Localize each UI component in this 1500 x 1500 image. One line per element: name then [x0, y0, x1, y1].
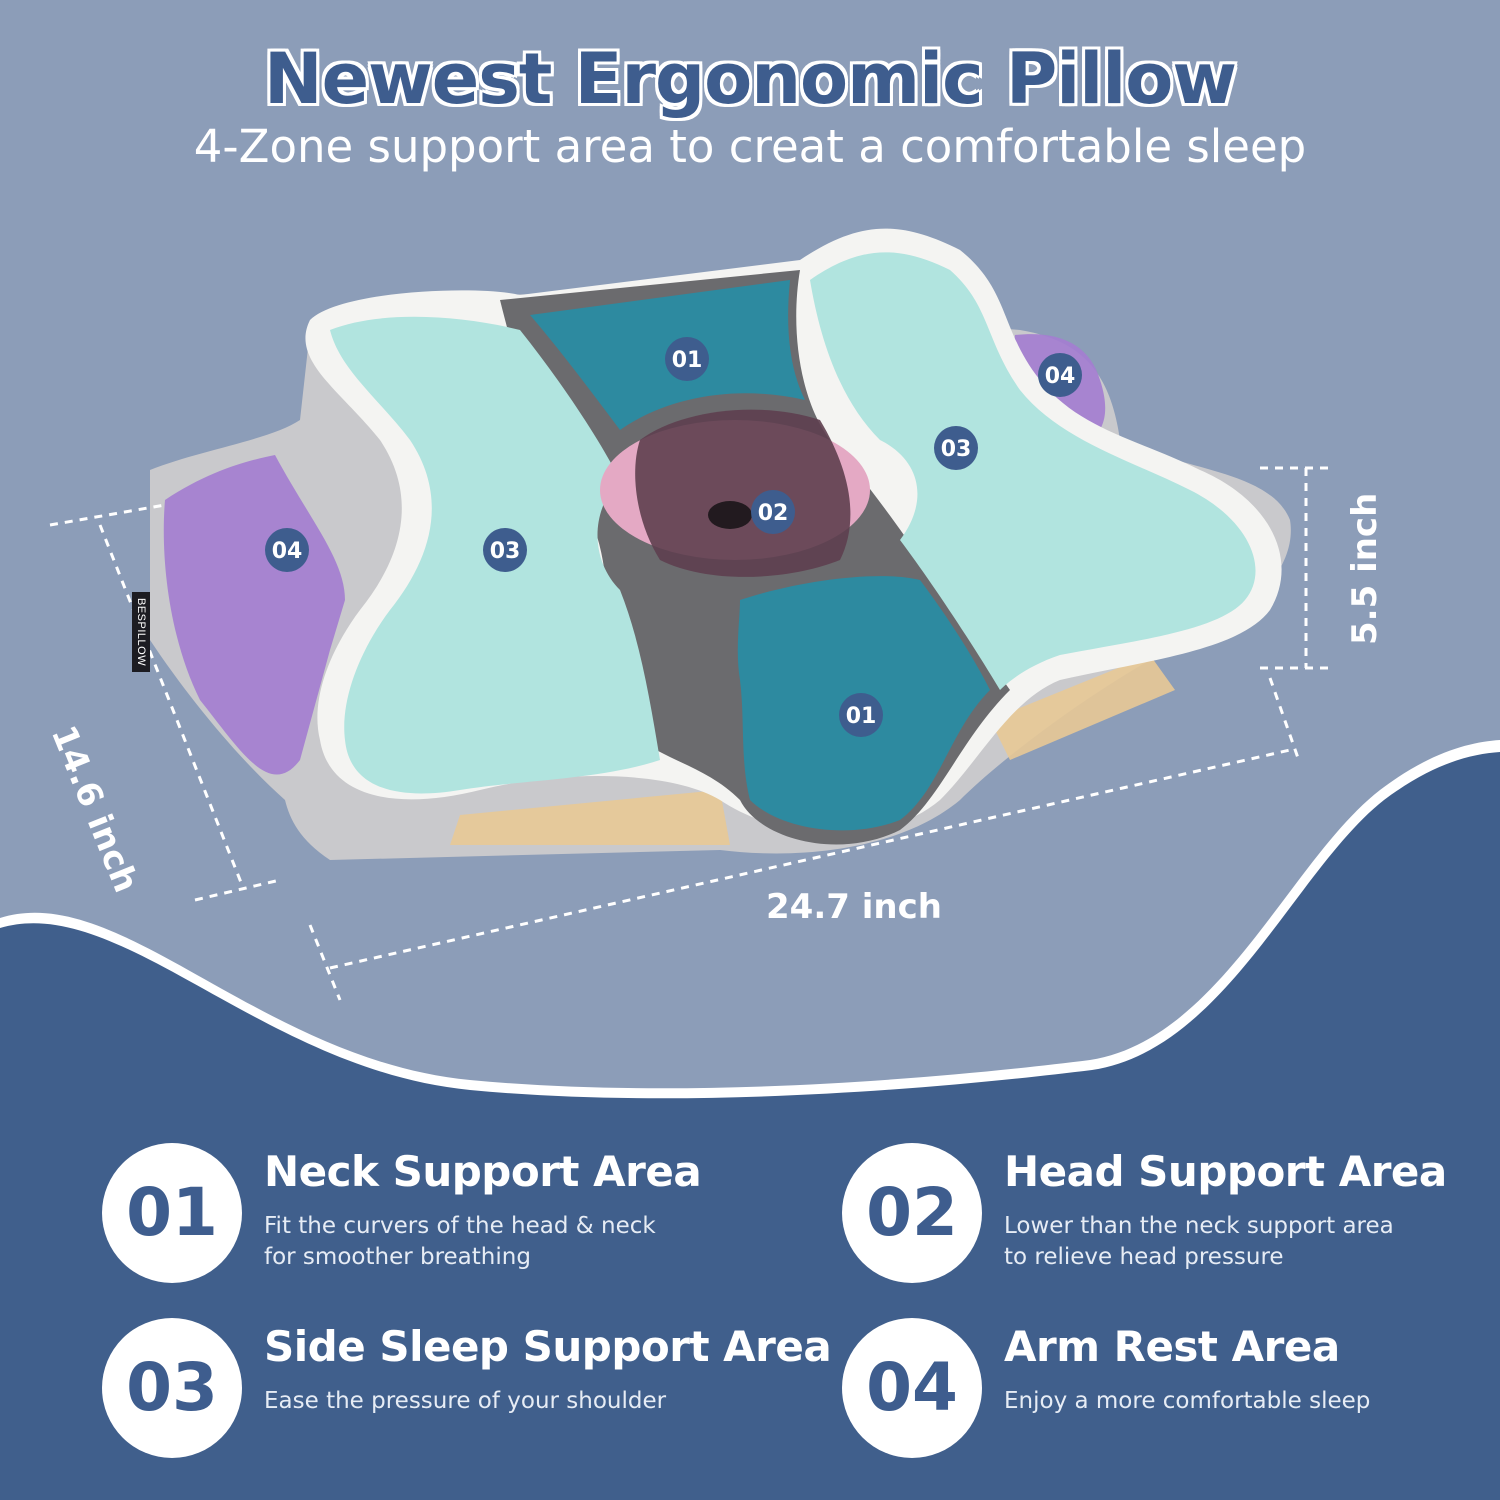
width-dim-tick-top: [49, 503, 166, 527]
badge-head: [751, 490, 795, 534]
zone-label-side-right: 03: [941, 437, 972, 462]
badge-side-left: [483, 528, 527, 572]
badge-neck-top: [665, 337, 709, 381]
pillow: 01 01 02 03 03 04 04: [150, 228, 1291, 860]
pillow-base-strip: [450, 790, 730, 845]
dimension-lines: [49, 466, 1335, 1001]
feature-neck-support: 01 Neck Support Area Fit the curvers of …: [102, 1143, 742, 1293]
feature-title: Arm Rest Area: [1004, 1322, 1340, 1371]
badge-arm-right: [1038, 353, 1082, 397]
zone-label-arm-left: 04: [272, 539, 303, 564]
zone-label-neck-bottom: 01: [846, 704, 877, 729]
feature-description: Lower than the neck support area to reli…: [1004, 1213, 1394, 1270]
feature-description: Ease the pressure of your shoulder: [264, 1388, 667, 1414]
badge-side-right: [934, 426, 978, 470]
length-dimension-label: 24.7 inch: [766, 887, 942, 927]
feature-arm-rest: 04 Arm Rest Area Enjoy a more comfortabl…: [842, 1318, 1482, 1468]
length-dim-tick-right: [1268, 677, 1300, 759]
feature-side-sleep-support: 03 Side Sleep Support Area Ease the pres…: [102, 1318, 832, 1468]
zone-label-head: 02: [758, 501, 789, 526]
feature-description: Enjoy a more comfortable sleep: [1004, 1388, 1371, 1414]
width-dim-line: [98, 524, 244, 886]
page-title: Newest Ergonomic Pillow: [263, 38, 1237, 120]
height-dimension-label: 5.5 inch: [1345, 492, 1385, 645]
head-zone-inner: [635, 409, 851, 577]
feature-number-badge: 02: [842, 1143, 982, 1283]
bottom-wave-panel: [0, 752, 1500, 1500]
feature-title: Neck Support Area: [264, 1147, 702, 1196]
head-zone-hole: [708, 501, 752, 529]
feature-head-support: 02 Head Support Area Lower than the neck…: [842, 1143, 1482, 1293]
feature-number-badge: 03: [102, 1318, 242, 1458]
feature-title: Head Support Area: [1004, 1147, 1447, 1196]
feature-number-badge: 04: [842, 1318, 982, 1458]
width-dim-tick-bottom: [194, 878, 281, 902]
feature-description: Fit the curvers of the head & neck for s…: [264, 1213, 656, 1270]
side-zone-right: [810, 252, 1256, 690]
zone-label-side-left: 03: [490, 539, 521, 564]
badge-neck-bottom: [839, 693, 883, 737]
length-dim-tick-left: [308, 924, 342, 1001]
zone-label-arm-right: 04: [1045, 364, 1076, 389]
brand-label: BESPILLOW: [132, 592, 150, 673]
zone-label-neck-top: 01: [672, 348, 703, 373]
feature-number-badge: 01: [102, 1143, 242, 1283]
page-subtitle: 4-Zone support area to creat a comfortab…: [193, 120, 1307, 173]
pillow-base-strip-right: [990, 655, 1175, 760]
badge-arm-left: [265, 528, 309, 572]
feature-title: Side Sleep Support Area: [264, 1322, 832, 1371]
